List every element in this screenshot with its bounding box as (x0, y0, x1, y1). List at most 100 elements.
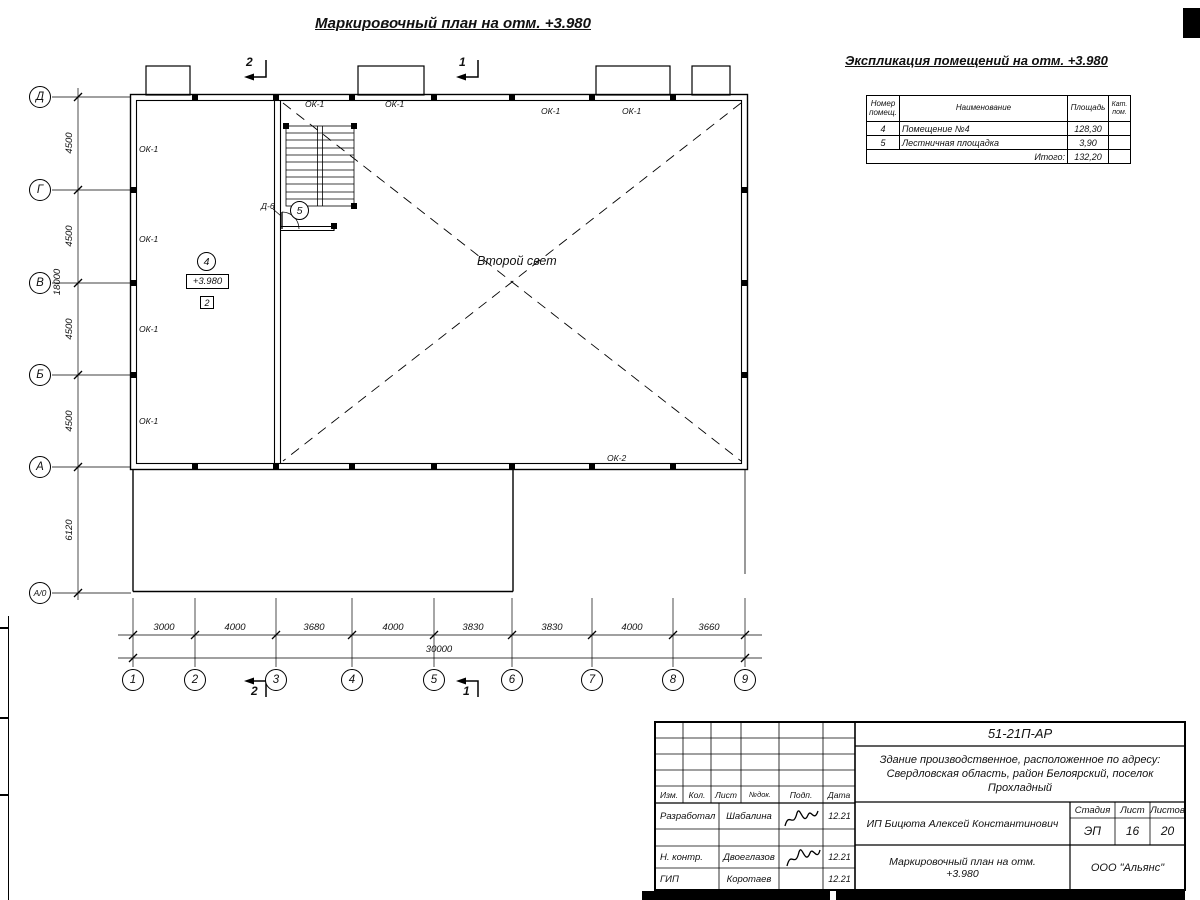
role-label: Разработал (660, 810, 716, 822)
col-marker-7: 7 (581, 669, 603, 691)
room4-number-circle: 4 (197, 252, 216, 271)
role-label: Н. контр. (660, 851, 703, 863)
dim-label: 3680 (303, 622, 325, 633)
grid-lines (52, 88, 746, 667)
window-label-ok1: ОК-1 (139, 144, 159, 154)
room5-number-circle: 5 (290, 201, 309, 220)
col-marker-2: 2 (184, 669, 206, 691)
window-label-ok1: ОК-1 (305, 99, 325, 109)
sheet-value: 16 (1125, 824, 1140, 838)
second-light-label: Второй свет (477, 254, 557, 268)
elevation-label: +3.980 (186, 274, 229, 289)
row-marker-a: А (29, 456, 51, 478)
explication-title: Экспликация помещений на отм. +3.980 (845, 53, 1108, 68)
col-marker-9: 9 (734, 669, 756, 691)
section-mark-2-bottom: 2 (251, 684, 258, 698)
row-marker-d: Д (29, 86, 51, 108)
dim-total-label: 30000 (425, 644, 453, 655)
section-mark-1-bottom: 1 (463, 684, 470, 698)
role-name: Коротаев (726, 873, 772, 885)
rev-header-data: Дата (827, 789, 851, 800)
stage-label: Стадия (1074, 804, 1111, 816)
dim-label: 6120 (63, 519, 75, 541)
total-row: Итого: 132,20 (866, 149, 1131, 164)
row-marker-v: В (29, 272, 51, 294)
rev-header-podp: Подп. (789, 789, 813, 800)
rev-header-izm: Изм. (659, 789, 679, 800)
sheets-value: 20 (1160, 824, 1175, 838)
dim-label: 4000 (621, 622, 643, 633)
table-row: 5 Лестничная площадка 3,90 (866, 135, 1131, 150)
role-date: 12.21 (828, 852, 851, 862)
dim-total-label: 18000 (51, 268, 63, 296)
dim-label: 4500 (63, 410, 75, 432)
dim-label: 4000 (224, 622, 246, 633)
stairs (283, 123, 357, 229)
row-marker-a0: А/0 (29, 582, 51, 604)
dim-label: 3830 (541, 622, 563, 633)
void-diagonals (282, 102, 742, 462)
col-header-num: Номер помещ. (866, 95, 900, 122)
dim-label: 3830 (462, 622, 484, 633)
col-marker-5: 5 (423, 669, 445, 691)
total-cat (1108, 149, 1131, 164)
page-title: Маркировочный план на отм. +3.980 (315, 15, 591, 32)
frame-marks (0, 8, 1200, 900)
window-label-ok2: ОК-2 (607, 453, 627, 463)
room-number: 5 (866, 135, 900, 150)
zone-label: 2 (200, 296, 214, 309)
doc-number: 51-21П-АР (987, 726, 1053, 741)
window-label-ok1: ОК-1 (139, 324, 159, 334)
dim-label: 4500 (63, 318, 75, 340)
role-label: ГИП (660, 873, 679, 885)
dimension-lines (73, 92, 762, 663)
sheets-label: Листов (1150, 804, 1185, 816)
col-marker-3: 3 (265, 669, 287, 691)
signature-scribbles (784, 810, 821, 867)
explication-table: Номер помещ. Наименование Площадь Кат. п… (866, 95, 1131, 164)
col-marker-1: 1 (122, 669, 144, 691)
window-label-ok1: ОК-1 (622, 106, 642, 116)
col-marker-4: 4 (341, 669, 363, 691)
rev-header-dok: №док. (748, 790, 772, 799)
total-value: 132,20 (1067, 149, 1109, 164)
roof-shafts (145, 65, 731, 96)
rev-header-list: Лист (715, 789, 737, 800)
dim-label: 3000 (153, 622, 175, 633)
object-description: Здание производственное, расположенное п… (879, 753, 1161, 795)
room-area: 3,90 (1067, 135, 1109, 150)
row-marker-b: Б (29, 364, 51, 386)
total-label: Итого: (866, 149, 1068, 164)
row-marker-g: Г (29, 179, 51, 201)
building-walls (129, 93, 749, 471)
col-marker-8: 8 (662, 669, 684, 691)
dim-label: 4500 (63, 225, 75, 247)
sheet-title: Маркировочный план на отм. +3.980 (889, 855, 1036, 880)
room-name: Лестничная площадка (899, 135, 1068, 150)
sheet-label: Лист (1120, 804, 1145, 816)
col-header-area: Площадь (1067, 95, 1109, 122)
wall-pilasters (130, 94, 748, 470)
room-cat (1108, 121, 1131, 136)
dim-label: 3660 (698, 622, 720, 633)
role-date: 12.21 (828, 811, 851, 821)
window-label-ok1: ОК-1 (139, 234, 159, 244)
window-label-ok1: ОК-1 (139, 416, 159, 426)
customer-name: ИП Бицюта Алексей Константинович (866, 817, 1059, 830)
window-label-ok1: ОК-1 (385, 99, 405, 109)
role-name: Двоеглазов (723, 851, 775, 863)
col-header-name: Наименование (899, 95, 1068, 122)
section-mark-1-top: 1 (459, 55, 466, 69)
dim-label: 4000 (382, 622, 404, 633)
stage-value: ЭП (1083, 824, 1102, 838)
window-label-ok1: ОК-1 (541, 106, 561, 116)
room-number: 4 (866, 121, 900, 136)
lower-extension (132, 470, 746, 593)
room-cat (1108, 135, 1131, 150)
role-date: 12.21 (828, 874, 851, 884)
room-name: Помещение №4 (899, 121, 1068, 136)
door-label: Д-6 (261, 201, 275, 211)
table-row: 4 Помещение №4 128,30 (866, 121, 1131, 136)
